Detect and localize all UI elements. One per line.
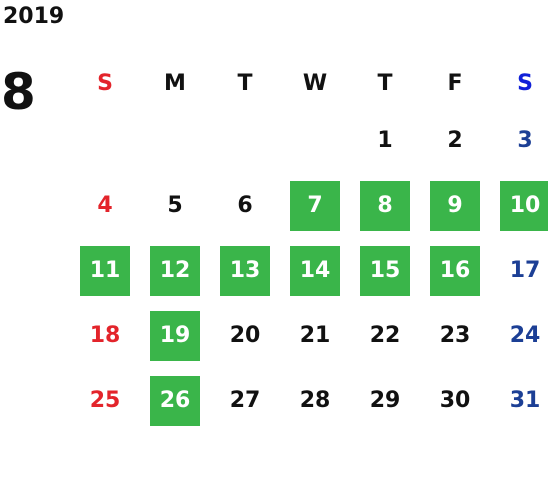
day-cell: 6 — [210, 173, 280, 238]
day-cell — [280, 108, 350, 173]
week-row: 25 26 27 28 29 30 31 — [70, 368, 548, 433]
week-row: 18 19 20 21 22 23 24 — [70, 303, 548, 368]
weekday-header-tuesday: T — [237, 70, 253, 96]
day-cell: 3 — [490, 108, 548, 173]
day-cell: 28 — [280, 368, 350, 433]
day-cell: 31 — [490, 368, 548, 433]
day-number[interactable]: 27 — [229, 387, 261, 413]
weekday-header-saturday: S — [517, 70, 533, 96]
day-cell: 15 — [350, 238, 420, 303]
day-cell: 4 — [70, 173, 140, 238]
day-cell: 19 — [140, 303, 210, 368]
month-label: 8 — [1, 63, 36, 121]
highlighted-day[interactable]: 7 — [290, 180, 340, 231]
day-cell: 7 — [280, 173, 350, 238]
day-cell: 17 — [490, 238, 548, 303]
day-cell: 21 — [280, 303, 350, 368]
day-cell: 5 — [140, 173, 210, 238]
day-number[interactable]: 4 — [97, 192, 113, 218]
weekday-header-friday: F — [447, 70, 463, 96]
highlighted-day[interactable]: 14 — [290, 245, 340, 296]
day-cell: 11 — [70, 238, 140, 303]
day-cell: 1 — [350, 108, 420, 173]
day-number[interactable]: 24 — [509, 322, 541, 348]
day-number[interactable]: 31 — [509, 387, 541, 413]
day-number[interactable]: 28 — [299, 387, 331, 413]
highlighted-day[interactable]: 8 — [360, 180, 410, 231]
day-cell: 29 — [350, 368, 420, 433]
day-number[interactable]: 22 — [369, 322, 401, 348]
day-number[interactable]: 6 — [237, 192, 253, 218]
day-cell — [70, 108, 140, 173]
day-cell: 16 — [420, 238, 490, 303]
day-number[interactable]: 18 — [89, 322, 121, 348]
day-cell — [210, 108, 280, 173]
day-number[interactable]: 21 — [299, 322, 331, 348]
day-number[interactable]: 3 — [517, 127, 533, 153]
week-row: 1 2 3 — [70, 108, 548, 173]
weekday-header-thursday: T — [377, 70, 393, 96]
highlighted-day[interactable]: 26 — [150, 375, 200, 426]
day-cell: 22 — [350, 303, 420, 368]
day-cell: 26 — [140, 368, 210, 433]
highlighted-day[interactable]: 10 — [500, 180, 548, 231]
day-number[interactable]: 2 — [447, 127, 463, 153]
day-cell: 27 — [210, 368, 280, 433]
day-number[interactable]: 23 — [439, 322, 471, 348]
day-number[interactable]: 17 — [509, 257, 541, 283]
weekday-header-monday: M — [164, 70, 186, 96]
day-cell: 13 — [210, 238, 280, 303]
day-cell: 18 — [70, 303, 140, 368]
day-cell: 9 — [420, 173, 490, 238]
day-number[interactable]: 1 — [377, 127, 393, 153]
highlighted-day[interactable]: 12 — [150, 245, 200, 296]
highlighted-day[interactable]: 11 — [80, 245, 130, 296]
day-number[interactable]: 30 — [439, 387, 471, 413]
day-cell: 8 — [350, 173, 420, 238]
weekday-header-sunday: S — [97, 70, 113, 96]
highlighted-day[interactable]: 9 — [430, 180, 480, 231]
weekday-header-row: S M T W T F S — [70, 58, 548, 108]
day-cell: 14 — [280, 238, 350, 303]
day-cell: 20 — [210, 303, 280, 368]
week-row: 11 12 13 14 15 16 17 — [70, 238, 548, 303]
highlighted-day[interactable]: 15 — [360, 245, 410, 296]
day-cell: 2 — [420, 108, 490, 173]
highlighted-day[interactable]: 19 — [150, 310, 200, 361]
day-number[interactable]: 29 — [369, 387, 401, 413]
year-label: 2019 — [3, 4, 65, 29]
day-cell: 10 — [490, 173, 548, 238]
day-cell: 24 — [490, 303, 548, 368]
day-cell: 30 — [420, 368, 490, 433]
day-cell: 23 — [420, 303, 490, 368]
day-number[interactable]: 5 — [167, 192, 183, 218]
day-cell — [140, 108, 210, 173]
day-number[interactable]: 25 — [89, 387, 121, 413]
highlighted-day[interactable]: 16 — [430, 245, 480, 296]
day-cell: 12 — [140, 238, 210, 303]
day-number[interactable]: 20 — [229, 322, 261, 348]
highlighted-day[interactable]: 13 — [220, 245, 270, 296]
day-cell: 25 — [70, 368, 140, 433]
weekday-header-wednesday: W — [302, 70, 328, 96]
